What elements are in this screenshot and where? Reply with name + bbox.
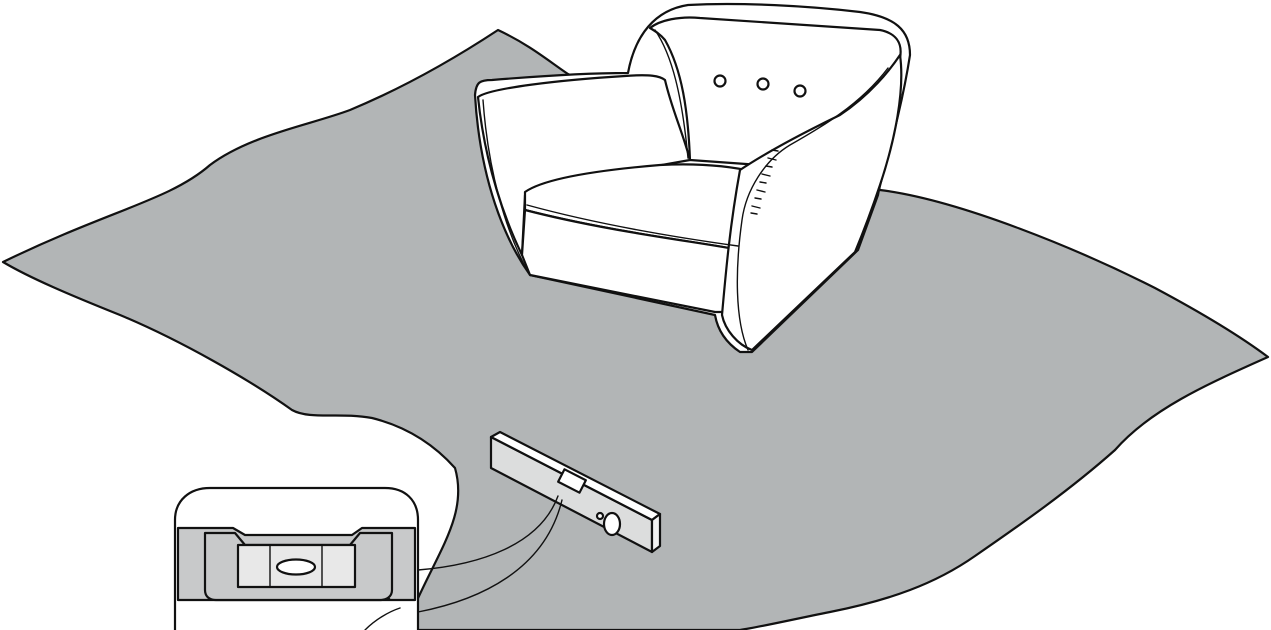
armchair-piping-seat [526,204,739,247]
level-bubble [275,558,317,576]
tuft-button [793,84,807,98]
spirit-level-end [650,512,662,554]
callout-leader [417,495,563,613]
armchair-piping-right [736,67,889,351]
spirit-level-round-window [602,511,622,537]
tuft-button [756,77,770,91]
armchair-piping-back [654,29,689,159]
armchair-stitching [750,149,779,215]
level-detail-callout [173,486,420,630]
spirit-level-vial [557,468,587,494]
armchair [473,2,912,354]
floor-mat [1,28,1270,630]
armchair-right-arm [720,53,903,352]
tuft-button [713,74,727,88]
spirit-level-screw [595,511,605,521]
armchair-piping-outer [482,99,529,273]
spirit-level [489,430,662,554]
